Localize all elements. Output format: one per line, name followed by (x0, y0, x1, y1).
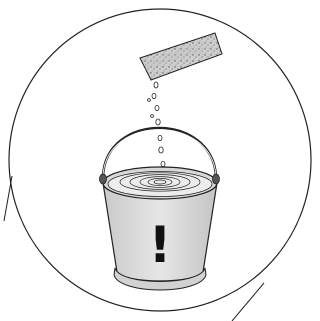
handle-lug-left (100, 174, 107, 184)
leader-line-left (4, 176, 12, 221)
leader-line-right (232, 283, 264, 321)
handle-lug-right (213, 174, 220, 184)
warning-exclamation: ! (149, 216, 172, 274)
granule-drops-icon (148, 82, 165, 167)
powder-sachet-icon (140, 33, 222, 80)
